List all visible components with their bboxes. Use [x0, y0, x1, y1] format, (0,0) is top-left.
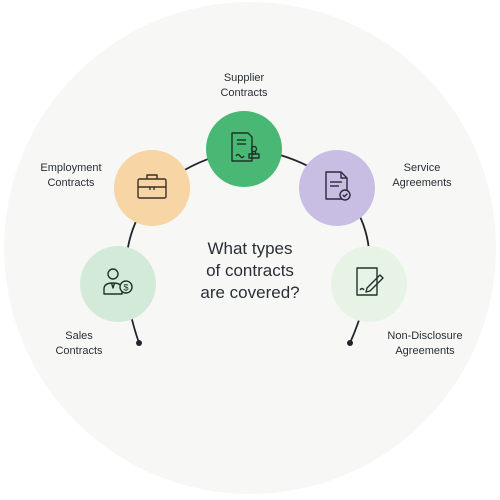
label-service-agreements: Service Agreements — [380, 161, 464, 191]
label-line: Agreements — [392, 177, 452, 189]
label-line: Contracts — [47, 177, 95, 189]
salesperson-icon: $ — [98, 262, 138, 307]
label-non-disclosure-agreements: Non-Disclosure Agreements — [378, 329, 472, 359]
signing-pen-icon — [349, 262, 389, 307]
label-line: Contracts — [55, 345, 103, 357]
node-sales-contracts: $ — [80, 246, 156, 322]
label-line: Agreements — [395, 345, 455, 357]
label-line: Sales — [65, 330, 93, 342]
label-line: Contracts — [220, 87, 268, 99]
document-check-icon — [317, 166, 357, 211]
label-sales-contracts: Sales Contracts — [47, 329, 111, 359]
center-title-line: are covered? — [200, 283, 300, 302]
center-title-line: of contracts — [206, 261, 294, 280]
arc-end-dot-right — [347, 340, 353, 346]
label-line: Supplier — [223, 72, 265, 84]
background-circle — [4, 2, 496, 494]
label-employment-contracts: Employment Contracts — [30, 161, 112, 191]
node-service-agreements — [299, 150, 375, 226]
label-supplier-contracts: Supplier Contracts — [204, 71, 284, 101]
center-title-line: What types — [207, 239, 293, 258]
contract-stamp-icon — [224, 127, 264, 172]
label-line: Service — [403, 162, 441, 174]
node-supplier-contracts — [206, 111, 282, 187]
briefcase-icon — [132, 166, 172, 211]
label-line: Employment — [40, 162, 102, 174]
label-line: Non-Disclosure — [387, 330, 463, 342]
node-non-disclosure-agreements — [331, 246, 407, 322]
node-employment-contracts — [114, 150, 190, 226]
center-title: What types of contracts are covered? — [150, 238, 350, 304]
svg-text:$: $ — [123, 282, 128, 292]
arc-end-dot-left — [136, 340, 142, 346]
